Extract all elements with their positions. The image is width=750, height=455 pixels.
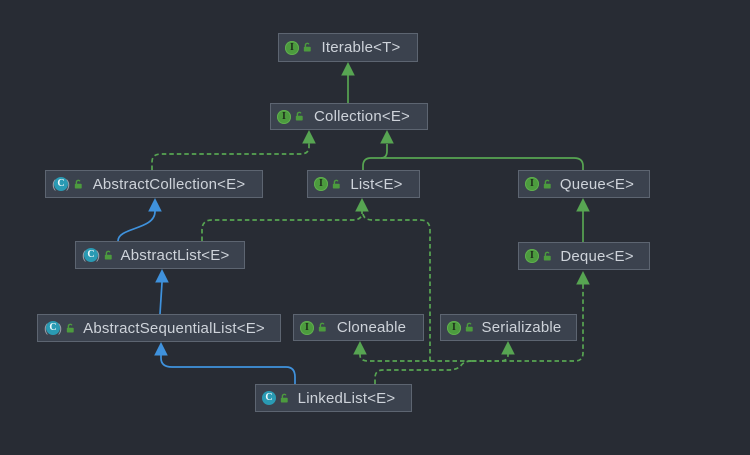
inheritance-arrowhead: [576, 198, 590, 212]
class-name-label: AbstractList<E>: [120, 246, 230, 264]
class-icon: C: [262, 391, 276, 405]
interface-icon: I: [525, 177, 539, 191]
public-padlock-icon: [295, 111, 303, 121]
node-iterable[interactable]: I Iterable<T>: [278, 33, 418, 62]
inheritance-arrowhead: [148, 198, 162, 212]
node-cloneable[interactable]: I Cloneable: [293, 314, 424, 341]
inheritance-arrowhead: [576, 271, 590, 285]
class-icon: C: [84, 248, 98, 262]
class-name-label: LinkedList<E>: [297, 389, 396, 407]
interface-icon: I: [285, 40, 299, 55]
edge-linkedlist-e-implements-list-e: [362, 213, 473, 384]
edge-collection-e-extends-iterable-t: [341, 62, 355, 104]
class-icon: C: [54, 177, 68, 191]
interface-icon: I: [314, 177, 328, 191]
class-name-label: Queue<E>: [559, 175, 635, 193]
abstract-class-paren: ): [66, 177, 70, 191]
node-serializable[interactable]: I Serializable: [440, 314, 577, 341]
interface-icon: I: [300, 320, 314, 335]
class-icon: C: [46, 321, 60, 335]
public-padlock-icon: [465, 322, 473, 332]
edge-linkedlist-e-implements-serializable: [472, 341, 515, 362]
edge-abstractlist-e-implements-list-e: [201, 198, 369, 241]
class-name-label: List<E>: [350, 175, 403, 193]
public-padlock-icon: [318, 322, 326, 332]
edge-linkedlist-e-implements-deque-e: [472, 271, 590, 362]
abstract-class-paren: ): [58, 321, 62, 335]
inheritance-arrowhead: [154, 342, 168, 356]
edge-linkedlist-e-implements-cloneable: [353, 341, 472, 362]
edge-queue-e-extends-collection-e: [381, 157, 584, 170]
inheritance-arrowhead: [302, 130, 316, 144]
node-abstract-sequential-list[interactable]: ( C ) AbstractSequentialList<E>: [37, 314, 281, 342]
public-padlock-icon: [74, 179, 82, 189]
edge-abstractcollection-e-implements-collection-e: [151, 130, 316, 170]
edge-abstractsequentiallist-e-extends-abstractlist-e: [155, 269, 169, 315]
class-name-label: Iterable<T>: [321, 39, 401, 56]
public-padlock-icon: [303, 42, 311, 52]
node-linked-list[interactable]: C LinkedList<E>: [255, 384, 412, 412]
node-queue[interactable]: I Queue<E>: [518, 170, 650, 198]
public-padlock-icon: [543, 251, 551, 261]
abstract-class-paren: ): [96, 248, 100, 262]
inheritance-arrowhead: [501, 341, 515, 355]
class-name-label: AbstractSequentialList<E>: [83, 319, 265, 337]
class-name-label: Deque<E>: [560, 247, 634, 265]
inheritance-arrowhead: [355, 198, 369, 212]
class-name-label: AbstractCollection<E>: [92, 175, 246, 193]
public-padlock-icon: [104, 250, 112, 260]
node-deque[interactable]: I Deque<E>: [518, 242, 650, 270]
interface-icon: I: [277, 109, 291, 124]
node-abstract-list[interactable]: ( C ) AbstractList<E>: [75, 241, 245, 269]
inheritance-arrowhead: [353, 341, 367, 355]
node-abstract-collection[interactable]: ( C ) AbstractCollection<E>: [45, 170, 263, 198]
public-padlock-icon: [332, 179, 340, 189]
inheritance-arrowhead: [341, 62, 355, 76]
edge-list-e-extends-collection-e: [362, 130, 394, 170]
interface-icon: I: [447, 320, 461, 335]
node-list[interactable]: I List<E>: [307, 170, 420, 198]
public-padlock-icon: [543, 179, 551, 189]
edge-deque-e-extends-queue-e: [576, 198, 590, 242]
edge-linkedlist-e-extends-abstractsequentiallist-e: [154, 342, 296, 384]
public-padlock-icon: [280, 393, 288, 403]
inheritance-arrowhead: [155, 269, 169, 283]
inheritance-arrowhead: [380, 130, 394, 144]
class-name-label: Serializable: [481, 319, 562, 336]
public-padlock-icon: [66, 323, 74, 333]
edge-abstractlist-e-extends-abstractcollection-e: [117, 198, 162, 242]
interface-icon: I: [525, 249, 539, 263]
class-name-label: Cloneable: [336, 319, 407, 336]
class-name-label: Collection<E>: [314, 108, 410, 125]
node-collection[interactable]: I Collection<E>: [270, 103, 428, 130]
